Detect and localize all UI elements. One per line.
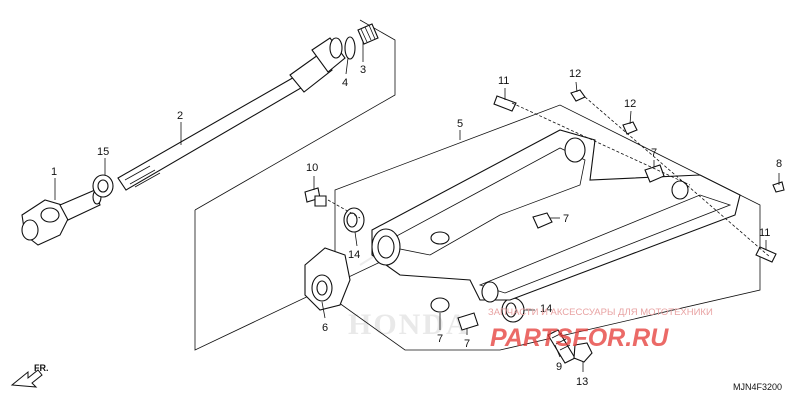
part-nut-lower — [622, 121, 638, 135]
callout-7a: 7 — [563, 213, 569, 225]
part-pivot-holder — [304, 247, 351, 311]
svg-text:HONDA: HONDA — [348, 308, 470, 341]
callout-4: 4 — [342, 77, 348, 89]
part-nut-upper — [570, 89, 586, 102]
callout-3: 3 — [360, 64, 366, 76]
part-circlip — [344, 36, 356, 60]
part-bolt-upper — [493, 95, 517, 112]
callout-11a: 11 — [498, 75, 509, 87]
callout-12b: 12 — [624, 98, 636, 110]
callout-12a: 12 — [569, 68, 581, 80]
cap-lower-left — [430, 297, 450, 313]
callout-7d: 7 — [464, 338, 470, 350]
diagram-code: MJN4F3200 — [733, 382, 782, 392]
callout-10: 10 — [306, 162, 318, 174]
drive-shaft-frame — [194, 19, 396, 211]
swingarm-frame — [334, 104, 761, 351]
front-label: FR. — [34, 363, 49, 373]
callout-8: 8 — [776, 158, 782, 170]
callout-7c: 7 — [437, 333, 443, 345]
callout-6: 6 — [322, 322, 328, 334]
watermark-logo: HONDA — [348, 238, 470, 341]
callout-9: 9 — [556, 361, 562, 373]
callout-2: 2 — [177, 110, 183, 122]
callout-7b: 7 — [651, 147, 657, 159]
part-pivot-nut — [573, 342, 593, 363]
part-bolt-right — [755, 246, 777, 263]
part-drive-shaft — [117, 37, 346, 191]
part-spring — [357, 23, 379, 45]
cap-upper-middle — [532, 212, 553, 229]
cap-lower-middle — [457, 312, 479, 331]
callout-14a: 14 — [348, 249, 360, 261]
part-oil-seal — [92, 174, 114, 198]
callout-labels: 1 2 3 4 5 6 7 7 7 7 8 9 10 11 11 12 12 1… — [51, 64, 782, 388]
callout-13: 13 — [576, 376, 588, 388]
leader-lines — [54, 42, 780, 372]
part-grease-nipple — [304, 187, 327, 207]
part-caps — [430, 164, 665, 331]
watermark-subtitle: ЗАПЧАСТИ И АКСЕССУАРЫ ДЛЯ МОТОТЕХНИКИ — [488, 307, 713, 318]
part-small-bolt — [772, 181, 785, 193]
callout-5: 5 — [457, 118, 463, 130]
watermark-brand: PARTSFOR.RU — [490, 324, 669, 352]
front-direction-indicator: FR. — [10, 363, 49, 388]
watermark: ЗАПЧАСТИ И АКСЕССУАРЫ ДЛЯ МОТОТЕХНИКИ PA… — [488, 307, 713, 352]
callout-14b: 14 — [540, 303, 552, 315]
part-swingarm — [371, 129, 741, 303]
cap-upper-right — [644, 164, 665, 183]
callout-1: 1 — [51, 166, 57, 178]
part-bushing-left — [343, 207, 365, 233]
front-arrow-icon — [10, 369, 43, 388]
part-universal-joint — [21, 189, 102, 246]
callout-15: 15 — [97, 146, 109, 158]
callout-11b: 11 — [759, 227, 770, 239]
